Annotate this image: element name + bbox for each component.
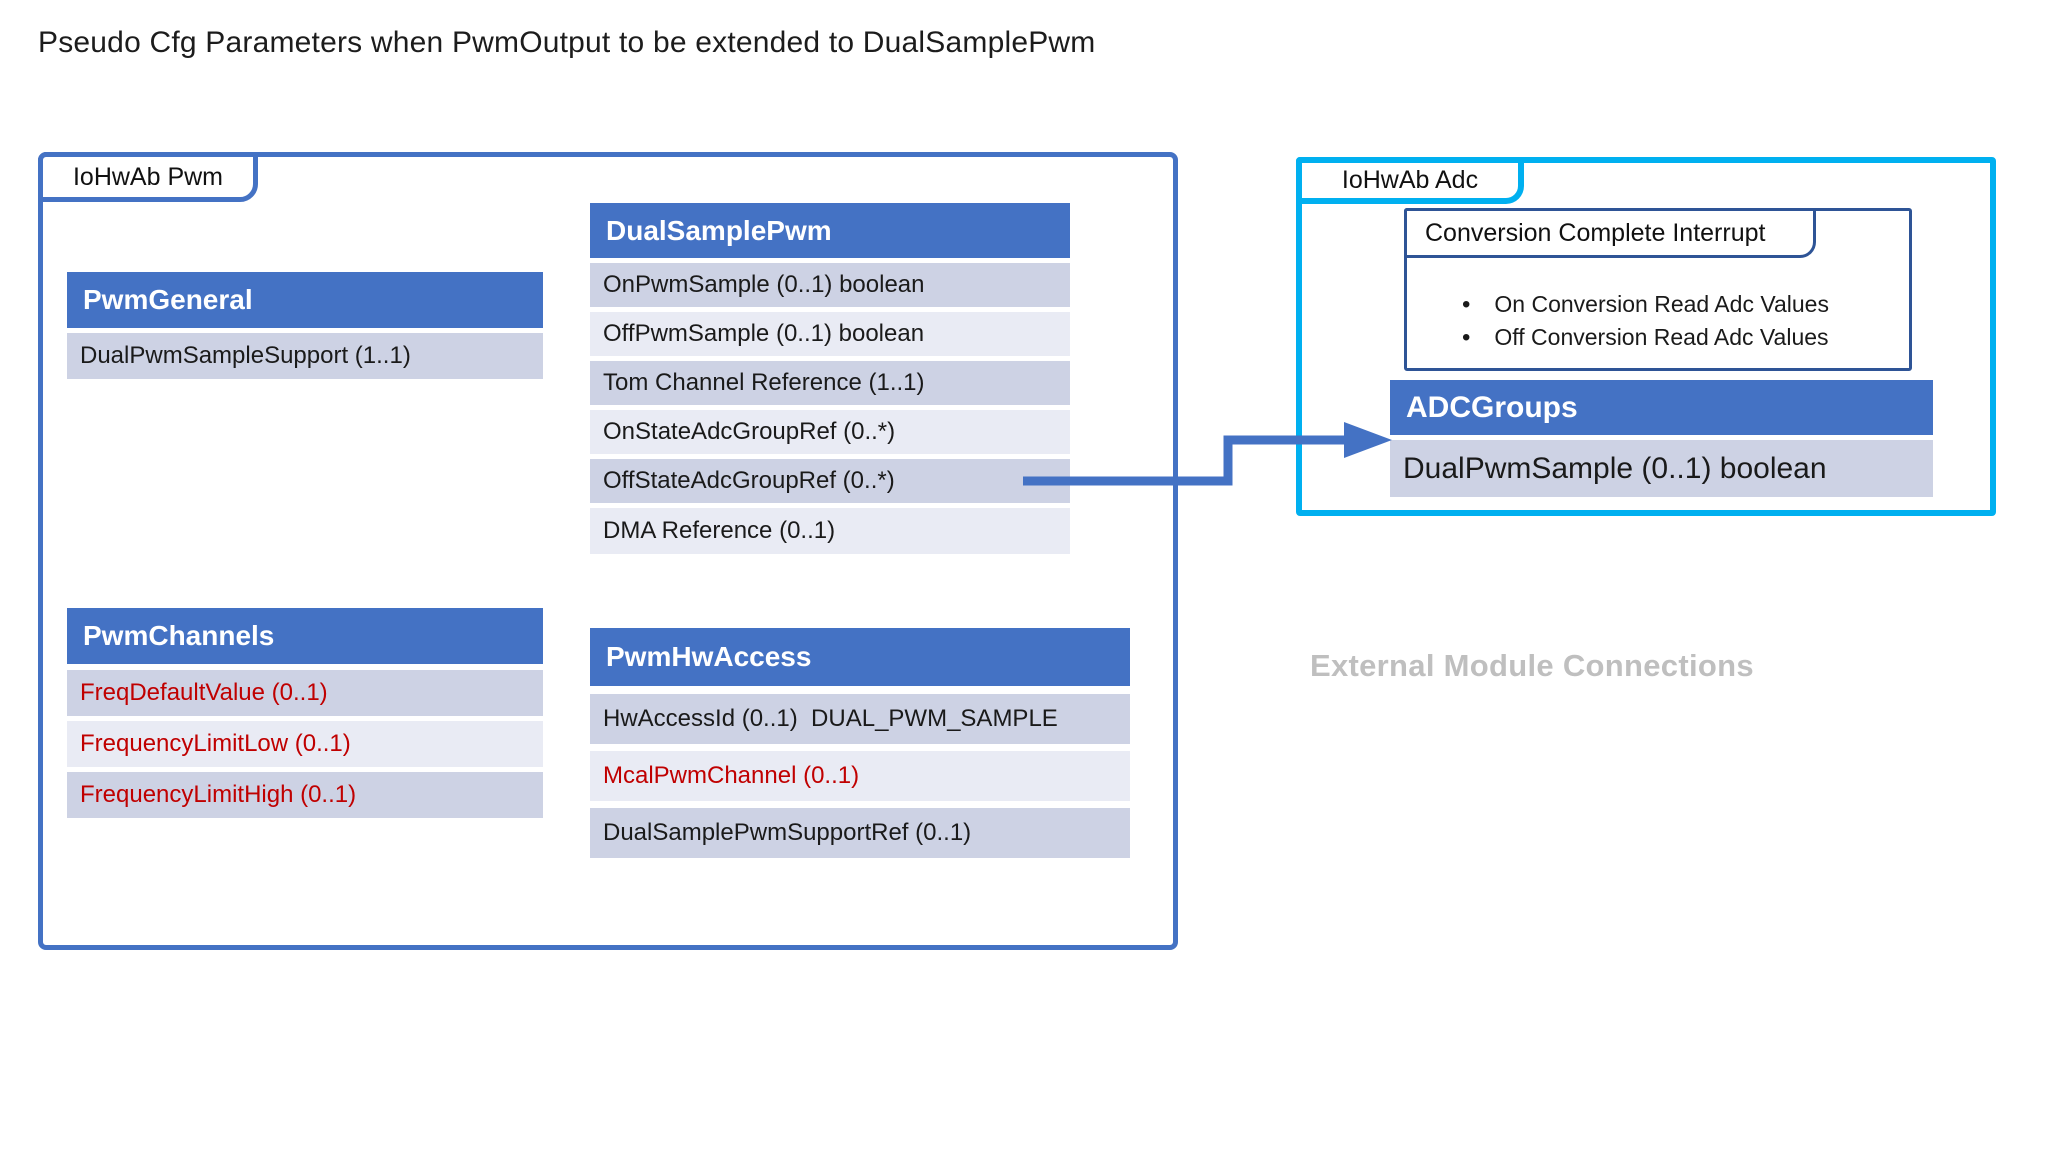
table-row: HwAccessId (0..1) DUAL_PWM_SAMPLE [590,694,1130,744]
table-pwmhwaccess-header: PwmHwAccess [590,628,1130,686]
interrupt-bullet-list: On Conversion Read Adc Values Off Conver… [1462,288,1829,354]
table-row: FreqDefaultValue (0..1) [67,670,543,716]
table-row: Tom Channel Reference (1..1) [590,361,1070,405]
table-row: DMA Reference (0..1) [590,508,1070,554]
conversion-complete-interrupt-tab: Conversion Complete Interrupt [1404,208,1816,258]
table-row: DualPwmSample (0..1) boolean [1390,440,1933,497]
pwm-module-tab: IoHwAb Pwm [38,152,258,202]
table-pwmgeneral: PwmGeneral DualPwmSampleSupport (1..1) [67,272,543,379]
pwm-module-tab-label: IoHwAb Pwm [72,162,224,191]
bullet-item: On Conversion Read Adc Values [1462,288,1829,321]
table-row: OffStateAdcGroupRef (0..*) [590,459,1070,503]
bullet-item: Off Conversion Read Adc Values [1462,321,1829,354]
table-pwmchannels: PwmChannels FreqDefaultValue (0..1) Freq… [67,608,543,818]
table-row: FrequencyLimitLow (0..1) [67,721,543,767]
page-title: Pseudo Cfg Parameters when PwmOutput to … [38,26,1096,59]
connection-arrow [1023,422,1392,486]
pwm-module-container [38,152,1178,950]
table-row: OnPwmSample (0..1) boolean [590,263,1070,307]
table-adcgroups: ADCGroups DualPwmSample (0..1) boolean [1390,380,1933,497]
table-row: McalPwmChannel (0..1) [590,751,1130,801]
table-pwmchannels-header: PwmChannels [67,608,543,664]
table-row: DualPwmSampleSupport (1..1) [67,333,543,379]
table-row: OffPwmSample (0..1) boolean [590,312,1070,356]
table-pwmhwaccess: PwmHwAccess HwAccessId (0..1) DUAL_PWM_S… [590,628,1130,858]
table-row: FrequencyLimitHigh (0..1) [67,772,543,818]
adc-module-tab-label: IoHwAb Adc [1341,166,1479,194]
table-row: OnStateAdcGroupRef (0..*) [590,410,1070,454]
table-dualsamplepwm: DualSamplePwm OnPwmSample (0..1) boolean… [590,203,1070,554]
adc-module-container [1296,157,1996,516]
table-adcgroups-header: ADCGroups [1390,380,1933,435]
table-pwmgeneral-header: PwmGeneral [67,272,543,328]
external-module-connections-note: External Module Connections [1310,648,1754,683]
table-row: DualSamplePwmSupportRef (0..1) [590,808,1130,858]
adc-module-tab: IoHwAb Adc [1296,157,1524,204]
conversion-complete-interrupt-title: Conversion Complete Interrupt [1425,218,1766,247]
table-dualsamplepwm-header: DualSamplePwm [590,203,1070,258]
